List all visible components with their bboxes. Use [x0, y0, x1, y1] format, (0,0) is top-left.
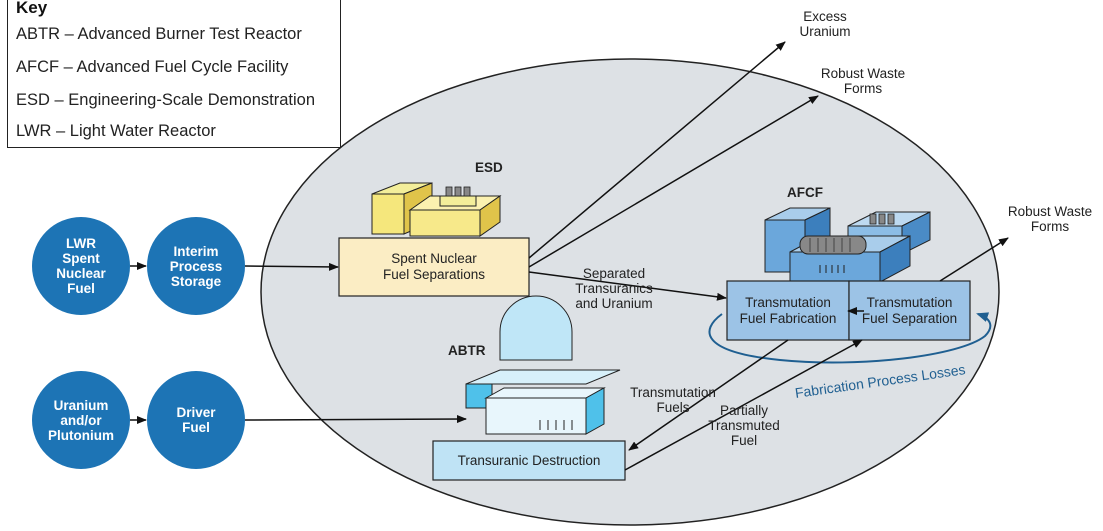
- transmutation-fuels-label: Transmutation Fuels: [630, 385, 716, 415]
- driver-fuel-label: Driver Fuel: [176, 405, 216, 435]
- key-title: Key: [16, 0, 48, 17]
- arrow-to-robust-waste-2: [939, 237, 1009, 282]
- arrow-to-excess-uranium: [528, 41, 786, 259]
- separations-label: Spent Nuclear Fuel Separations: [382, 251, 486, 282]
- key-item-esd: ESD – Engineering-Scale Demonstration: [16, 91, 315, 109]
- arrow-transmuted-to-separation: [624, 339, 863, 471]
- uranium-plutonium-label: Uranium and/or Plutonium: [48, 398, 114, 443]
- fabrication-box: [726, 280, 850, 341]
- partially-transmuted-label: Partially Transmuted Fuel: [708, 403, 780, 448]
- lwr-spent-fuel-label: LWR Spent Nuclear Fuel: [56, 236, 106, 296]
- uranium-plutonium-circle: [32, 371, 130, 469]
- separation-box: [848, 280, 971, 341]
- interim-storage-circle: [147, 217, 245, 315]
- arrow-driver-to-abtr: [244, 415, 467, 424]
- afcf-label: AFCF: [787, 185, 823, 200]
- key-item-lwr: LWR – Light Water Reactor: [16, 122, 216, 140]
- destruction-box: [432, 440, 626, 481]
- esd-label: ESD: [475, 160, 503, 175]
- arrow-to-fabrication: [528, 271, 727, 301]
- abtr-reactor-icon: [465, 295, 621, 435]
- abtr-label: ABTR: [448, 343, 486, 358]
- lwr-spent-fuel-circle: [32, 217, 130, 315]
- fabrication-label: Transmutation Fuel Fabrication: [739, 295, 837, 326]
- key-item-abtr: ABTR – Advanced Burner Test Reactor: [16, 25, 302, 43]
- excess-uranium-label: Excess Uranium: [799, 9, 851, 39]
- losses-loop: [708, 312, 992, 364]
- separations-box: [338, 237, 530, 297]
- esd-building-icon: [371, 182, 502, 237]
- arrow-fuels-to-destruction: [628, 339, 789, 451]
- robust-waste-label-2: Robust Waste Forms: [1007, 204, 1093, 234]
- robust-waste-label-1: Robust Waste Forms: [820, 66, 906, 96]
- arrow-interim-to-separations: [244, 262, 339, 271]
- facility-ellipse: [260, 58, 1000, 526]
- interim-storage-label: Interim Process Storage: [169, 244, 223, 289]
- separation-label: Transmutation Fuel Separation: [861, 295, 958, 326]
- key-legend: Key ABTR – Advanced Burner Test Reactor …: [7, 0, 341, 148]
- arrow-to-robust-waste-1: [528, 95, 819, 268]
- destruction-label: Transuranic Destruction: [457, 453, 601, 468]
- separated-label: Separated Transuranics and Uranium: [575, 266, 653, 311]
- key-item-afcf: AFCF – Advanced Fuel Cycle Facility: [16, 58, 289, 76]
- driver-fuel-circle: [147, 371, 245, 469]
- afcf-building-icon: [764, 207, 931, 283]
